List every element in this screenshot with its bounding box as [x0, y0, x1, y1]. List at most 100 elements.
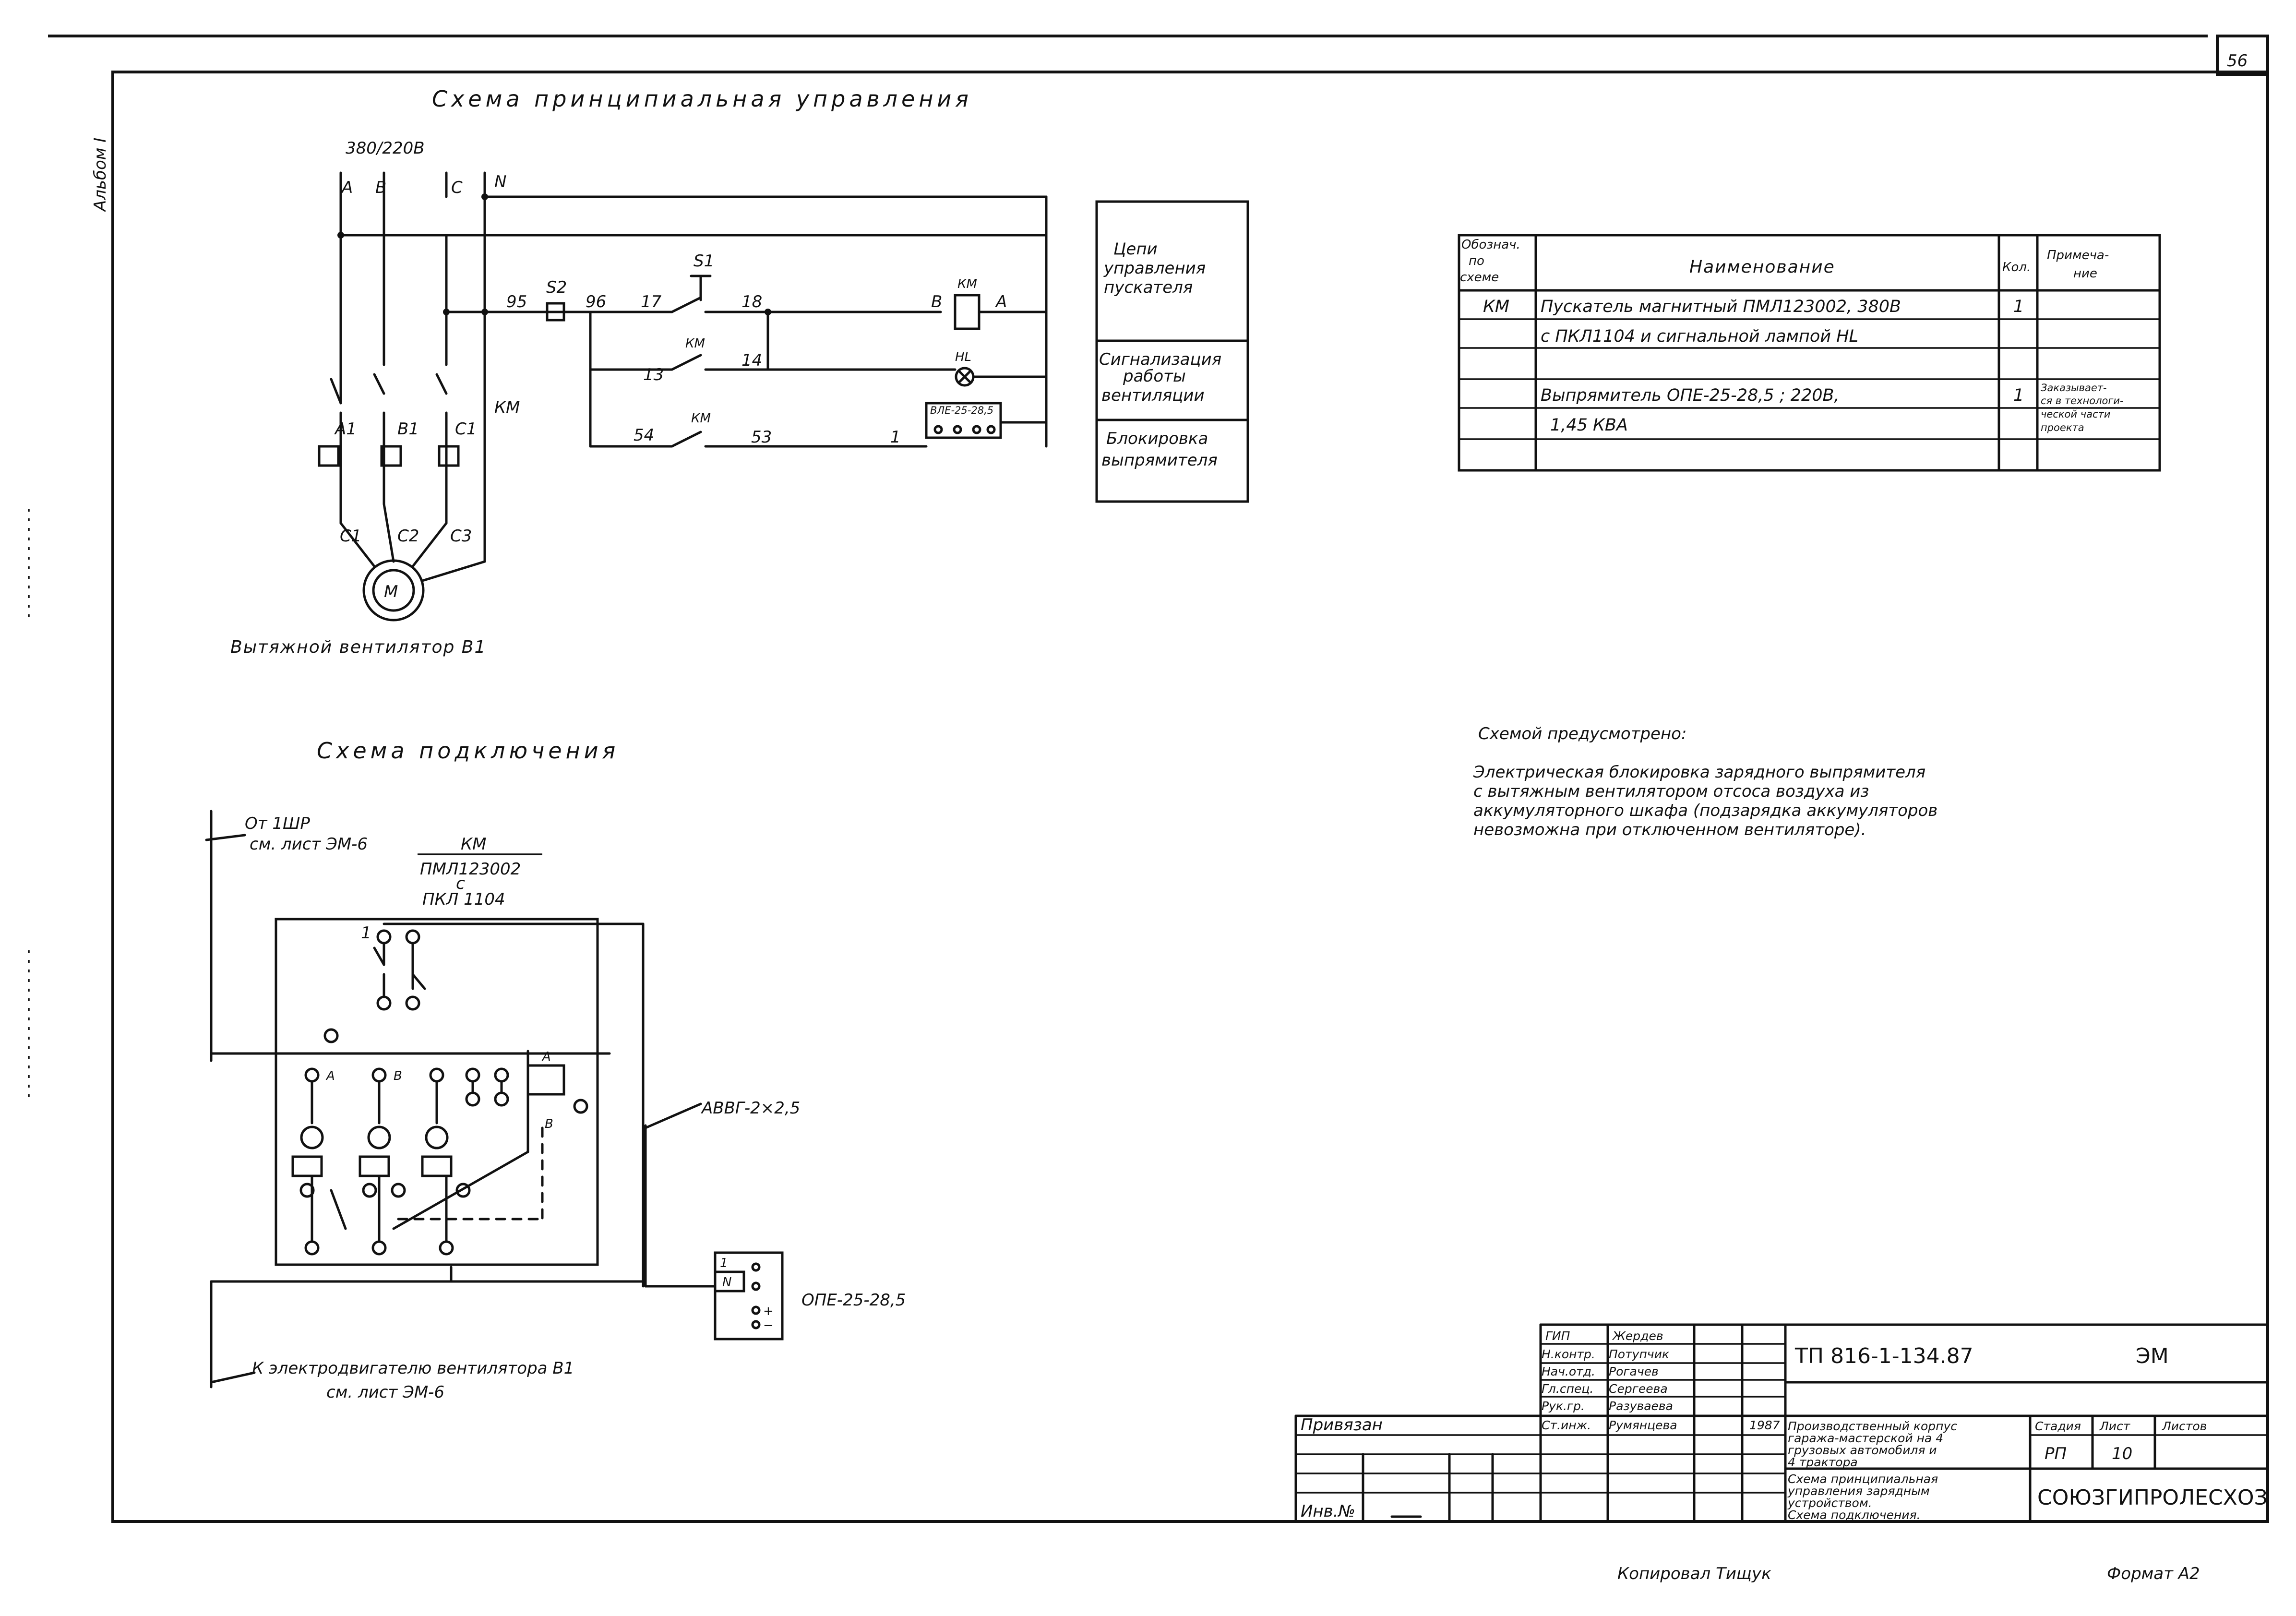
organization: СОЮЗГИПРОЛЕСХОЗ — [2037, 1485, 2268, 1510]
wire-14: 14 — [741, 351, 762, 370]
terminal-c1: С1 — [455, 419, 477, 439]
object-line-1: Производственный корпус — [1788, 1419, 1957, 1433]
legend-line-5: работы — [1123, 367, 1186, 386]
phase-c-label: С — [451, 178, 463, 197]
wire-1: 1 — [890, 428, 901, 447]
pin-1: 1 — [361, 923, 371, 943]
role-4: Рук.гр. — [1542, 1399, 1585, 1413]
row2-name-2: 1,45 КВА — [1550, 416, 1628, 435]
sheet-title-2: управления зарядным — [1787, 1484, 1930, 1498]
sheet-title-1: Схема принципиальная — [1788, 1472, 1938, 1486]
legend-line-7: Блокировка — [1106, 429, 1208, 448]
schematic-title: Схема принципиальная управления — [432, 86, 972, 112]
format-label: Формат А2 — [2107, 1564, 2200, 1583]
row2-name: Выпрямитель ОПЕ-25-28,5 ; 220В, — [1541, 386, 1840, 405]
km-main-label: КМ — [494, 398, 520, 417]
row2-note-4: проекта — [2041, 422, 2084, 433]
lamp-hl-label: HL — [955, 350, 971, 364]
notes-line-1: Электрическая блокировка зарядного выпря… — [1473, 763, 1925, 782]
rectifier-pin-n: N — [722, 1275, 731, 1290]
row1-designation: КМ — [1483, 297, 1509, 316]
coil-pin-a-conn: А — [541, 1050, 551, 1064]
terminal-c3-motor: С3 — [450, 527, 472, 546]
wire-13: 13 — [643, 365, 664, 384]
person-3: Сергеева — [1609, 1382, 1668, 1396]
component-table: Обознач. по схеме Наименование Кол. Прим… — [1458, 234, 2161, 472]
th-sheets: Листов — [2162, 1419, 2207, 1433]
wire-54: 54 — [634, 426, 654, 445]
switch-s2: S2 — [546, 278, 567, 297]
km-contact-2: КМ — [691, 411, 711, 426]
starter-box — [275, 918, 599, 1266]
th-qty: Кол. — [2002, 260, 2031, 275]
phase-b-node: В — [394, 1069, 402, 1083]
notes-line-4: невозможна при отключенном вентиляторе). — [1473, 820, 1866, 839]
th-designation-1: Обознач. — [1461, 238, 1520, 252]
title-year: 1987 — [1749, 1418, 1780, 1432]
rectifier-minus: − — [763, 1318, 774, 1333]
rectifier-mini-label: ВЛЕ-25-28,5 — [930, 405, 993, 416]
wire-53: 53 — [751, 428, 772, 447]
legend-line-4: Сигнализация — [1099, 350, 1221, 369]
motor-symbol — [362, 559, 425, 622]
connection-title: Схема подключения — [317, 738, 619, 764]
legend-line-2: управления — [1103, 259, 1206, 278]
row2-note-1: Заказывает- — [2041, 382, 2107, 394]
legend-line-1: Цепи — [1113, 239, 1158, 259]
neutral-label: N — [494, 172, 506, 192]
role-0: ГИП — [1545, 1329, 1570, 1343]
role-1: Н.контр. — [1542, 1347, 1595, 1361]
phase-a-node: А — [325, 1069, 335, 1083]
wire-96: 96 — [586, 292, 606, 311]
fan-caption: Вытяжной вентилятор В1 — [230, 637, 486, 657]
km-contact-1: КМ — [685, 336, 705, 351]
title-block: ГИП Жердев Н.контр. Потупчик Нач.отд. Ро… — [1294, 1323, 2269, 1523]
stage-value: РП — [2045, 1444, 2067, 1463]
th-designation-3: схеме — [1460, 270, 1499, 285]
role-3: Гл.спец. — [1542, 1382, 1593, 1396]
person-4: Разуваева — [1609, 1399, 1673, 1413]
notes-title: Схемой предусмотрено: — [1478, 724, 1686, 743]
rectifier-label: ОПЕ-25-28,5 — [801, 1291, 906, 1310]
person-0: Жердев — [1612, 1329, 1663, 1343]
th-note-2: ние — [2073, 266, 2097, 281]
th-note-1: Примеча- — [2047, 248, 2109, 263]
coil-pin-a: А — [995, 292, 1007, 311]
inventory-label: Инв.№ — [1301, 1502, 1355, 1521]
sheet-number: 56 — [2227, 51, 2248, 71]
person-1: Потупчик — [1609, 1347, 1669, 1361]
device-model: ПМЛ123002 — [420, 860, 521, 879]
wire-17: 17 — [641, 292, 662, 311]
to-motor-sheet-ref: см. лист ЭМ-6 — [326, 1383, 444, 1402]
rectifier-plus: + — [763, 1304, 774, 1318]
sheet-title-4: Схема подключения. — [1788, 1508, 1921, 1522]
button-s1: S1 — [694, 251, 714, 271]
row1-qty: 1 — [2013, 297, 2024, 316]
scheme-notes: Схемой предусмотрено: Электрическая блок… — [1473, 724, 1937, 839]
album-label: Альбом I — [91, 138, 110, 212]
device-km: КМ — [461, 835, 486, 854]
notes-line-3: аккумуляторного шкафа (подзарядка аккуму… — [1473, 801, 1937, 820]
supply-voltage: 380/220В — [346, 139, 425, 158]
object-line-2: гаража-мастерской на 4 — [1788, 1431, 1943, 1445]
sheet-title-3: устройством. — [1787, 1496, 1872, 1510]
wire-95-left: 95 — [506, 292, 527, 311]
row1-name: Пускатель магнитный ПМЛ123002, 380В — [1541, 297, 1901, 316]
legend-line-6: вентиляции — [1101, 386, 1205, 405]
th-name: Наименование — [1689, 257, 1835, 277]
wire-18: 18 — [741, 292, 762, 311]
legend-line-8: выпрямителя — [1101, 451, 1218, 470]
th-designation-2: по — [1469, 254, 1484, 268]
terminal-b1: В1 — [397, 419, 419, 439]
node-n — [323, 1028, 339, 1043]
legend-line-3: пускателя — [1104, 278, 1193, 297]
role-5: Ст.инж. — [1542, 1418, 1591, 1432]
sheet-frame — [28, 35, 2269, 1523]
coil-pin-b-conn: В — [545, 1117, 553, 1131]
person-2: Рогачев — [1609, 1365, 1659, 1378]
phase-a-label: А — [341, 178, 353, 197]
row1-name-2: с ПКЛ1104 и сигнальной лампой HL — [1541, 327, 1858, 346]
rectifier-pin-1: 1 — [720, 1256, 728, 1270]
